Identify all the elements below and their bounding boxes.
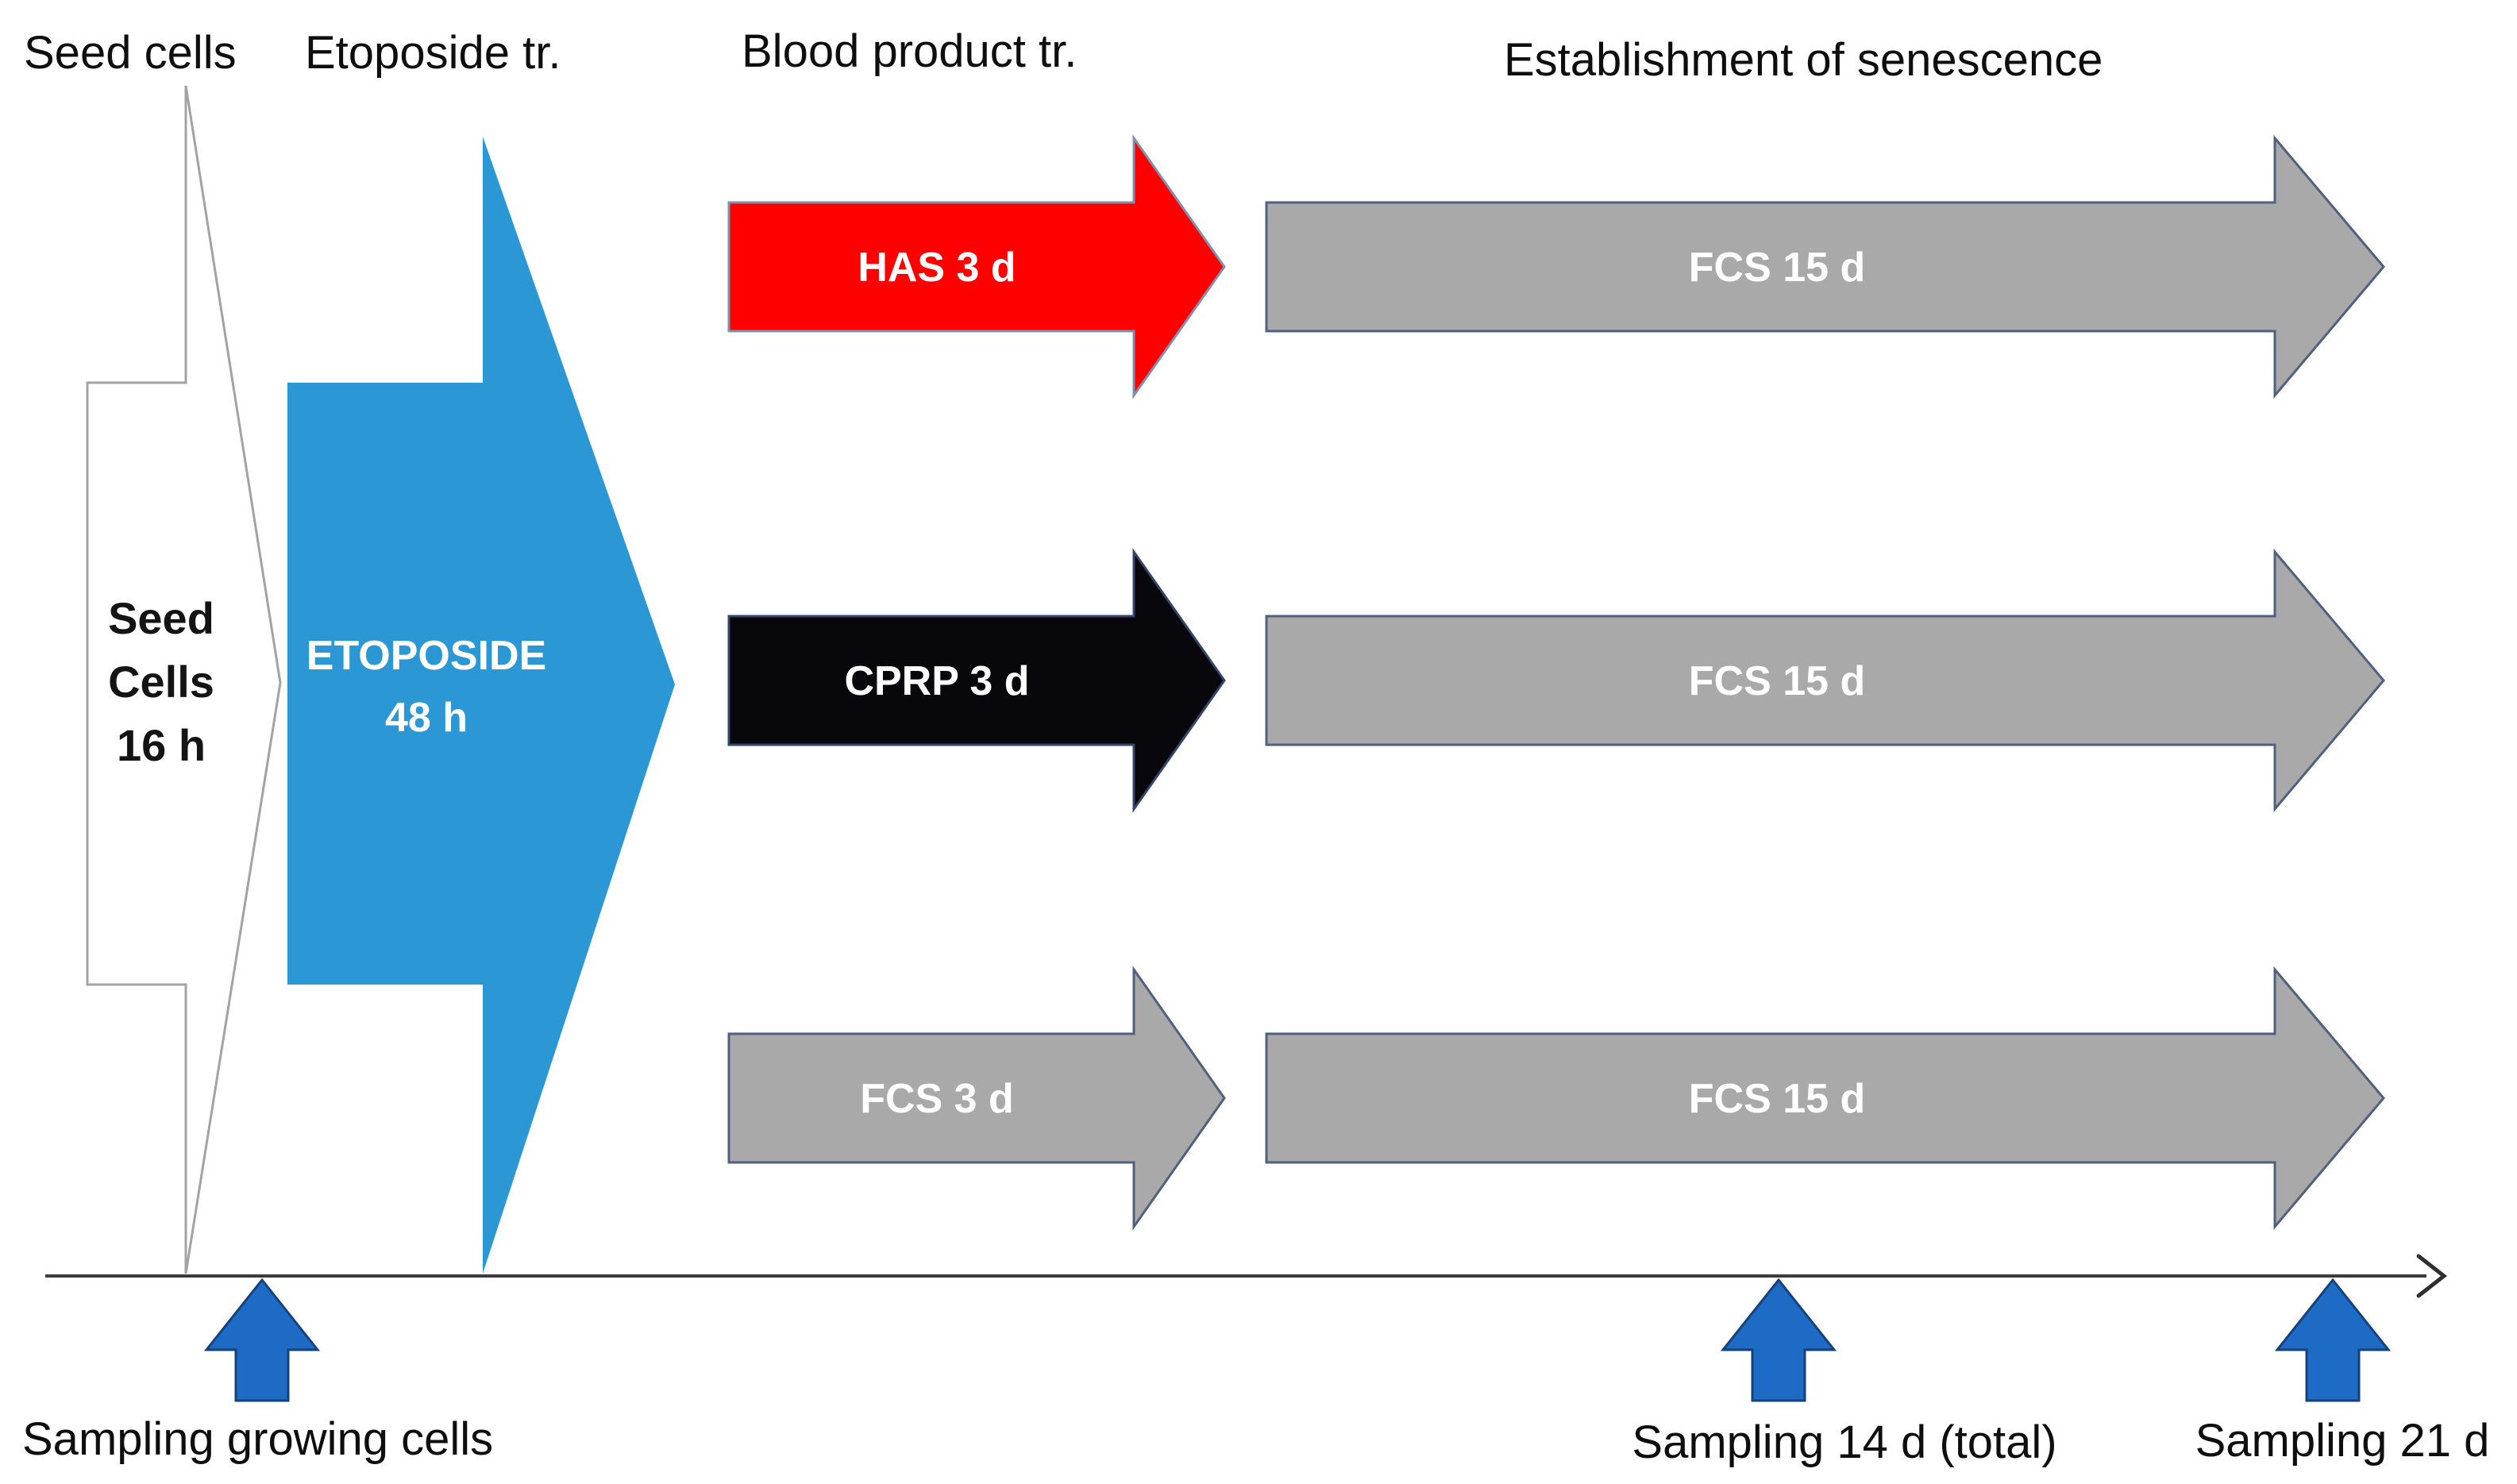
header-etoposide-treatment: Etoposide tr. xyxy=(305,27,561,79)
sampling-marker-growing-cells-icon xyxy=(203,1278,321,1402)
fcs15-arrow-row2 xyxy=(1265,548,2385,813)
has-treatment-arrow xyxy=(727,134,1226,399)
sampling-14d-label: Sampling 14 d (total) xyxy=(1632,1417,2056,1468)
cprp-treatment-label: CPRP 3 d xyxy=(844,658,1029,704)
header-establishment-of-senescence: Establishment of senescence xyxy=(1504,34,2103,86)
fcs15-label-row1: FCS 15 d xyxy=(1689,245,1866,291)
seed-cells-label-line3: 16 h xyxy=(117,720,206,770)
fcs15-label-row3: FCS 15 d xyxy=(1689,1076,1866,1122)
seed-cells-arrow-shape xyxy=(86,85,282,1274)
timeline-arrowhead-icon xyxy=(2416,1254,2448,1298)
has-treatment-label: HAS 3 d xyxy=(858,245,1016,291)
cprp-treatment-arrow xyxy=(727,548,1226,813)
etoposide-arrow-shape xyxy=(287,137,675,1274)
fcs15-arrow-row3 xyxy=(1265,966,2385,1231)
fcs-treatment-label: FCS 3 d xyxy=(860,1076,1014,1122)
sampling-21d-label: Sampling 21 d xyxy=(2195,1415,2490,1467)
sampling-marker-14d-icon xyxy=(1720,1278,1837,1402)
seed-cells-label-line2: Cells xyxy=(108,657,214,707)
header-blood-product-treatment: Blood product tr. xyxy=(742,25,1077,77)
header-seed-cells: Seed cells xyxy=(24,27,237,79)
fcs15-arrow-row1 xyxy=(1265,134,2385,399)
seed-cells-label-line1: Seed xyxy=(108,593,214,643)
etoposide-label-line2: 48 h xyxy=(385,695,468,741)
sampling-growing-cells-label: Sampling growing cells xyxy=(22,1413,493,1465)
fcs15-label-row2: FCS 15 d xyxy=(1689,658,1866,704)
fcs-treatment-arrow xyxy=(727,966,1226,1231)
sampling-marker-21d-icon xyxy=(2274,1278,2392,1402)
etoposide-label-line1: ETOPOSIDE xyxy=(306,633,546,679)
